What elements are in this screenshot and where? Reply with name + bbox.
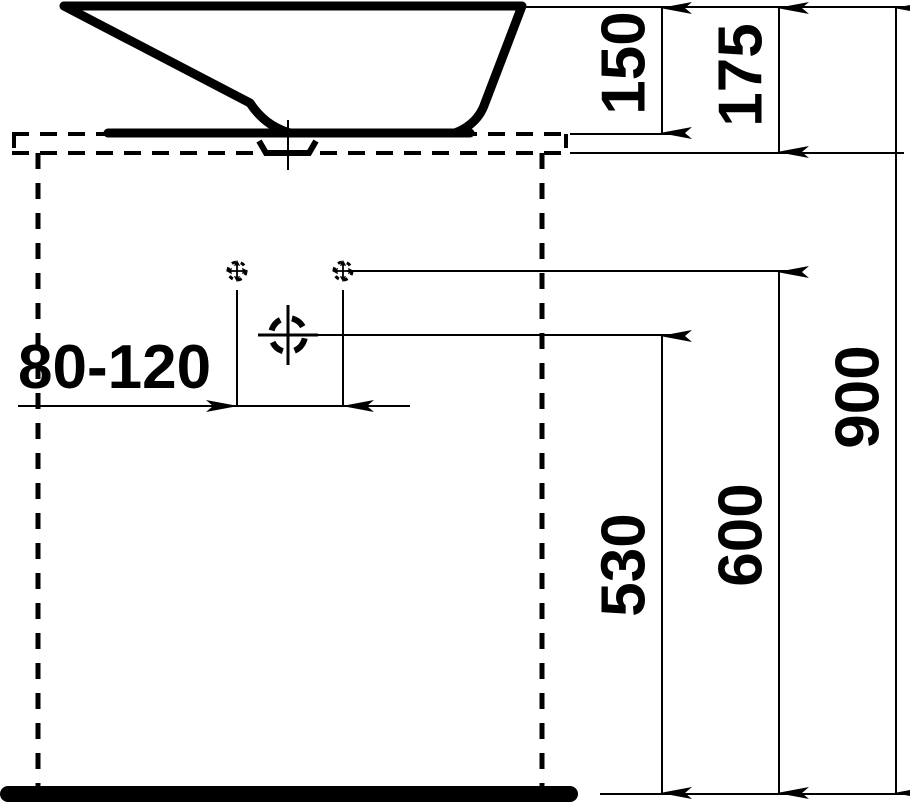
tap-hole-witness-lines bbox=[236, 290, 344, 406]
dimension-150-label: 150 bbox=[589, 11, 658, 114]
dimension-600-label: 600 bbox=[706, 483, 775, 586]
dimension-900-label: 900 bbox=[823, 345, 892, 448]
dimension-150: 150 bbox=[589, 1, 692, 139]
extension-lines bbox=[258, 6, 904, 336]
tap-hole-crosshair-icon bbox=[226, 260, 248, 282]
dimension-175-label: 175 bbox=[706, 23, 775, 126]
dimension-175: 175 bbox=[706, 1, 809, 158]
dimension-80-120: 80-120 bbox=[18, 333, 410, 412]
centre-mark-icon bbox=[258, 305, 318, 365]
dimension-80-120-label: 80-120 bbox=[18, 333, 211, 402]
dimension-530: 530 bbox=[589, 330, 692, 799]
countertop-dashed-outline bbox=[12, 132, 568, 155]
tap-hole-crosshair-icon bbox=[332, 260, 354, 282]
dimension-600: 600 bbox=[706, 266, 809, 799]
dimension-900: 900 bbox=[823, 1, 910, 799]
dimension-530-label: 530 bbox=[589, 513, 658, 616]
washbasin-outline bbox=[59, 1, 527, 170]
